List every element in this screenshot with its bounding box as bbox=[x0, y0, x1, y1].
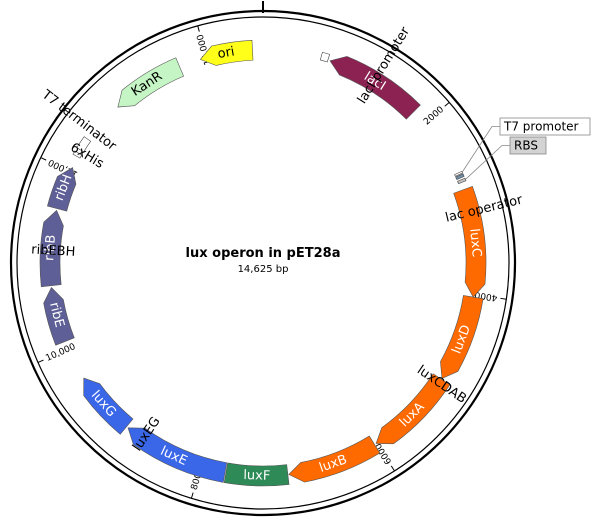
small-feature-rbs bbox=[457, 177, 467, 185]
feature-luxe-arrow bbox=[127, 427, 228, 483]
callout-rbs-leader bbox=[465, 145, 510, 180]
tick-mark bbox=[197, 25, 200, 32]
callout-t7-promoter-leader bbox=[461, 126, 500, 173]
tick-mark bbox=[37, 359, 44, 363]
small-feature-6xhis bbox=[72, 150, 83, 159]
tick-label: 10,000 bbox=[44, 342, 77, 364]
feature-ribh-arrow bbox=[47, 167, 77, 212]
feature-luxc: luxC bbox=[453, 186, 487, 298]
feature-luxc-arrow bbox=[453, 186, 487, 298]
tick-mark bbox=[444, 101, 450, 107]
feature-arrows: lacIluxCluxDluxAluxBluxFluxEluxGribEribB… bbox=[39, 39, 487, 487]
callout-rbs: RBS bbox=[514, 139, 538, 153]
feature-luxb-arrow bbox=[288, 435, 381, 483]
feature-luxa-arrow bbox=[375, 373, 451, 445]
feature-ori-label: ori bbox=[216, 44, 235, 62]
small-feature-laci-promoter bbox=[319, 51, 331, 63]
feature-kanr: KanR bbox=[117, 57, 185, 108]
tick-mark bbox=[190, 492, 194, 499]
feature-ribe-arrow bbox=[43, 287, 75, 346]
map-length: 14,625 bp bbox=[238, 264, 289, 275]
map-title: lux operon in pET28a bbox=[186, 246, 341, 261]
tick-mark bbox=[500, 297, 507, 300]
label-ribebh: ribEBH bbox=[31, 242, 76, 259]
feature-luxd: luxD bbox=[440, 295, 484, 379]
feature-luxg-arrow bbox=[83, 377, 134, 435]
feature-luxd-arrow bbox=[440, 295, 484, 379]
feature-luxf: luxF bbox=[223, 462, 290, 487]
feature-luxc-label: luxC bbox=[466, 228, 484, 258]
feature-ori: ori bbox=[199, 39, 254, 66]
feature-ribe-label: ribE bbox=[46, 301, 67, 329]
callout-rbs-box bbox=[509, 136, 547, 155]
feature-ribb: ribB bbox=[39, 209, 64, 288]
backbone-outer-line bbox=[9, 9, 517, 517]
feature-luxf-label: luxF bbox=[243, 468, 270, 484]
small-feature-t7-terminator bbox=[76, 136, 92, 153]
feature-kanr-arrow bbox=[117, 57, 185, 108]
feature-luxf-arrow bbox=[223, 462, 290, 487]
tick-mark bbox=[40, 157, 47, 161]
tick-label: 2000 bbox=[422, 105, 446, 128]
tick-mark bbox=[390, 465, 395, 472]
feature-ribe: ribE bbox=[43, 287, 75, 346]
feature-ribb-label: ribB bbox=[42, 234, 59, 261]
feature-laci-arrow bbox=[329, 56, 421, 120]
feature-ribb-arrow bbox=[39, 209, 64, 288]
small-feature-lac-operator bbox=[455, 173, 465, 180]
backbone-inner-line bbox=[16, 16, 510, 510]
feature-ori-arrow bbox=[199, 39, 254, 66]
feature-luxg: luxG bbox=[83, 377, 134, 435]
small-features bbox=[72, 51, 467, 185]
backbone-ring bbox=[9, 1, 517, 517]
callout-t7-promoter-box bbox=[499, 117, 591, 136]
feature-luxb: luxB bbox=[288, 435, 381, 483]
feature-ribh: ribH bbox=[47, 167, 77, 212]
callout-t7-promoter: T7 promoter bbox=[503, 120, 579, 134]
